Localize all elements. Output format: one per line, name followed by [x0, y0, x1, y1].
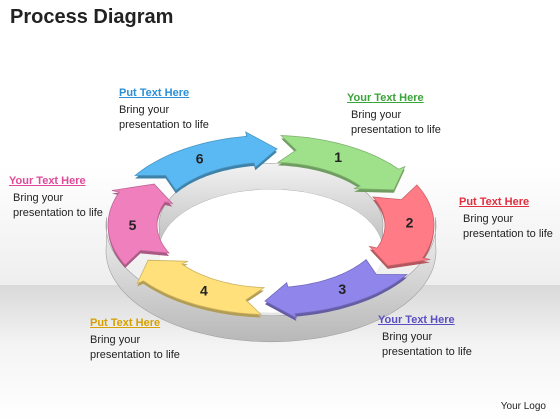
label-body: Bring your presentation to life — [382, 331, 472, 358]
label-heading: Your Text Here — [378, 314, 455, 326]
label-heading: Put Text Here — [90, 317, 161, 329]
page-title: Process Diagram — [10, 6, 174, 28]
label-heading: Put Text Here — [119, 87, 190, 99]
label-body: Bring your presentation to life — [90, 334, 180, 361]
segment-2: 2 — [368, 184, 435, 269]
segment-6: 6 — [133, 131, 278, 194]
label-segment-3: Your Text Here Bring your presentation t… — [378, 313, 482, 360]
label-heading: Put Text Here — [459, 196, 530, 208]
segment-face — [264, 259, 409, 319]
label-heading: Your Text Here — [347, 92, 424, 104]
label-segment-1: Your Text Here Bring your presentation t… — [347, 91, 451, 138]
segment-face — [133, 131, 278, 191]
label-body: Bring your presentation to life — [463, 213, 553, 240]
label-body: Bring your presentation to life — [13, 192, 103, 219]
label-heading: Your Text Here — [9, 175, 86, 187]
segment-1: 1 — [276, 135, 406, 193]
segment-number: 1 — [334, 149, 342, 165]
logo-text: Your Logo — [500, 401, 546, 412]
segment-number: 2 — [406, 214, 414, 230]
segment-number: 6 — [196, 150, 204, 166]
segment-face — [368, 184, 435, 267]
label-body: Bring your presentation to life — [351, 109, 441, 136]
label-body: Bring your presentation to life — [119, 104, 209, 131]
segment-4: 4 — [136, 259, 266, 318]
segment-face — [136, 259, 266, 315]
segment-3: 3 — [264, 259, 409, 321]
label-segment-5: Your Text Here Bring your presentation t… — [9, 174, 113, 221]
segment-number: 5 — [129, 217, 137, 233]
segment-face — [107, 183, 174, 266]
segment-5: 5 — [107, 183, 174, 268]
segment-number: 3 — [338, 281, 346, 297]
segment-number: 4 — [200, 282, 208, 298]
label-segment-4: Put Text Here Bring your presentation to… — [90, 316, 190, 363]
segment-face — [276, 135, 406, 191]
label-segment-2: Put Text Here Bring your presentation to… — [459, 195, 559, 242]
label-segment-6: Put Text Here Bring your presentation to… — [119, 86, 219, 133]
